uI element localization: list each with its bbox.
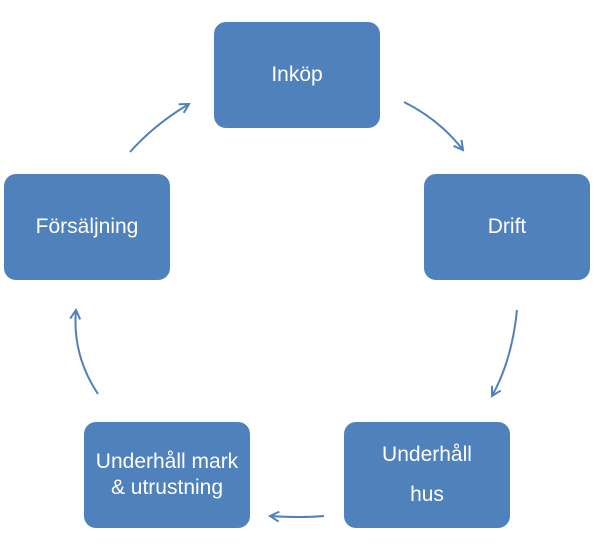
- node-underhall-mark: Underhåll mark & utrustning: [84, 422, 250, 528]
- node-inkop: Inköp: [214, 22, 380, 128]
- arrow-hus-to-mark: [270, 516, 325, 517]
- node-underhall-mark-label: Underhåll mark & utrustning: [95, 449, 239, 499]
- node-underhall-hus: Underhåll hus: [344, 422, 510, 528]
- node-forsaljning: Försäljning: [4, 174, 170, 280]
- arrow-fors-to-inkop: [129, 104, 189, 153]
- arrow-drift-to-hus: [492, 309, 518, 396]
- node-drift-label: Drift: [487, 214, 527, 238]
- node-forsaljning-label: Försäljning: [35, 214, 139, 238]
- node-drift: Drift: [424, 174, 590, 280]
- arrow-mark-to-fors: [75, 310, 99, 395]
- arrow-inkop-to-drift: [403, 101, 463, 150]
- node-underhall-hus-line-1: Underhåll: [382, 443, 472, 467]
- node-underhall-hus-line-2: hus: [410, 483, 444, 506]
- node-inkop-label: Inköp: [271, 62, 323, 86]
